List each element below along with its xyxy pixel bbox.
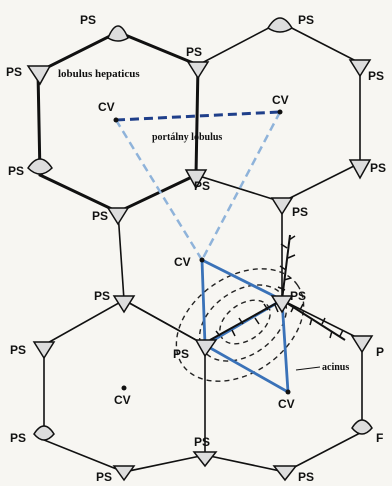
ps-label: PS: [80, 13, 96, 27]
central-vein-icon: [285, 389, 291, 395]
ps-label: PS: [6, 65, 22, 79]
portal-triad-icon: [348, 59, 372, 78]
portal-triad-icon: [270, 295, 294, 314]
ps-label: PS: [94, 289, 110, 303]
ps-label: PS: [173, 347, 189, 361]
portal-triad-icon: [112, 465, 136, 482]
f-label: F: [376, 431, 383, 445]
portal-triad-icon: [266, 17, 294, 33]
ps-label: PS: [298, 13, 314, 27]
portal-triad-icon: [350, 335, 374, 354]
portal-triad-icon: [184, 169, 208, 190]
central-vein-icon: [277, 109, 283, 115]
ps-label: PS: [370, 161, 386, 175]
portal-triad-icon: [348, 159, 372, 180]
ps-label: PS: [290, 289, 306, 303]
portal-triad-icon: [32, 341, 56, 360]
cv-label: CV: [98, 100, 115, 114]
cv-label: CV: [278, 397, 295, 411]
ps-label: PS: [368, 69, 384, 83]
bile-duct-branch-icon: [209, 234, 346, 341]
acinus-blue-lines: [200, 258, 290, 395]
ps-label: PS: [194, 179, 210, 193]
portal-triad-icon: [26, 65, 52, 86]
portal-triad-icon: [33, 425, 55, 441]
acinus-label: acinus: [322, 362, 349, 373]
ps-label: PS: [96, 470, 112, 484]
portal-triad-icon: [186, 61, 210, 80]
central-vein-icon: [121, 385, 127, 391]
portal-triad-icon: [27, 158, 53, 175]
ps-labels: PS PS PS PS PS PS PS PS PS PS PS PS PS P…: [6, 13, 386, 484]
cv-label: CV: [174, 255, 191, 269]
ps-label: PS: [292, 205, 308, 219]
cv-labels: CV CV CV CV CV: [98, 93, 295, 411]
portal-edge-right: [200, 111, 282, 261]
p-label: P: [376, 345, 384, 359]
hexagon-outlines: [36, 21, 363, 473]
acinus-outline: [200, 258, 290, 395]
central-vein-icon: [113, 117, 119, 123]
central-vein-icon: [199, 257, 205, 263]
portal-triad-icon: [351, 419, 373, 435]
portal-triad-icon: [194, 339, 218, 358]
portal-triad-icon: [270, 197, 294, 216]
ps-label: PS: [186, 45, 202, 59]
ps-label: PS: [8, 164, 24, 178]
acinus-zone-outer: [175, 268, 305, 382]
cv-label: CV: [272, 93, 289, 107]
portal-triad-icon: [192, 451, 218, 468]
portal-triads: [26, 17, 374, 482]
acinus-pointer: [295, 366, 321, 371]
portal-triad-icon: [272, 465, 298, 482]
hexagon-middle-edges: [117, 202, 283, 346]
portal-edge-left: [114, 119, 204, 261]
ps-label: PS: [10, 343, 26, 357]
portal-triad-icon: [106, 207, 130, 226]
portal-lobulus-triangle: [114, 110, 282, 261]
ps-label: PS: [298, 470, 314, 484]
ps-label: PS: [194, 435, 210, 449]
ps-label: PS: [10, 431, 26, 445]
ps-label: PS: [92, 209, 108, 223]
acinus-zone-inner: [219, 299, 271, 345]
cv-label: CV: [114, 393, 131, 407]
portal-lobulus-label: portálny lobulus: [152, 132, 222, 143]
portal-triad-icon: [112, 295, 136, 314]
portal-triad-icon: [107, 25, 129, 42]
central-veins: [113, 109, 291, 395]
lobulus-hepaticus-label: lobulus hepaticus: [58, 68, 140, 80]
